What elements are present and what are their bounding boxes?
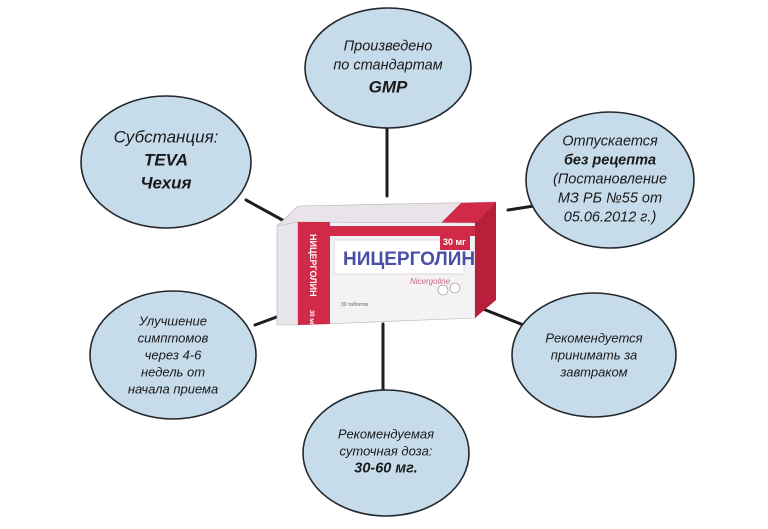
box-dose: 30 мг — [443, 237, 466, 247]
dose-bold: 30-60 мг. — [354, 460, 418, 477]
box-count: 30 таблеток — [341, 302, 369, 308]
bubbles — [80, 7, 695, 517]
box-top-stripe — [440, 202, 496, 224]
box-right-face — [475, 202, 496, 318]
box-dose-tag — [440, 232, 470, 250]
bubble-dose — [302, 389, 470, 517]
bubble-breakfast-text: Рекомендуется принимать за завтраком — [545, 330, 642, 381]
bubble-improvement — [89, 290, 257, 420]
box-product-name: НИЦЕРГОЛИН — [343, 249, 475, 270]
otc-line-3: МЗ РБ №55 от — [557, 190, 663, 207]
pill-icon-1 — [437, 284, 449, 296]
box-latin-name: Nicergoline — [410, 277, 451, 286]
bubble-otc-text: Отпускается без рецепта (Постановление М… — [553, 133, 667, 228]
gmp-line-2: по стандартам — [333, 57, 443, 74]
gmp-bold: GMP — [368, 77, 408, 97]
otc-line-2: (Постановление — [552, 171, 668, 188]
breakfast-line-2: принимать за — [550, 347, 638, 363]
bubble-substance — [80, 95, 252, 229]
bubble-improvement-text: Улучшение симптомов через 4-6 недель от … — [128, 313, 218, 398]
breakfast-line-1: Рекомендуется — [545, 330, 643, 346]
box-side-dose: 30 мг — [308, 310, 314, 326]
bubble-gmp — [304, 7, 472, 129]
otc-line-4: 05.06.2012 г.) — [563, 209, 657, 226]
improvement-line-2: симптомов — [137, 330, 209, 346]
connector-breakfast — [476, 305, 528, 328]
dose-line-1: Рекомендуемая — [337, 426, 435, 442]
pill-icon-2 — [449, 282, 461, 294]
breakfast-line-3: завтраком — [560, 364, 628, 380]
improvement-line-5: начала приема — [127, 381, 219, 397]
product-box: НИЦЕРГОЛИН 30 мг Nicergoline 30 таблеток… — [276, 201, 497, 326]
bubble-breakfast — [511, 292, 677, 418]
bubble-otc — [525, 111, 695, 249]
otc-bold: без рецепта — [563, 152, 657, 169]
substance-label: Субстанция: — [113, 127, 219, 147]
improvement-line-3: через 4-6 — [144, 347, 202, 363]
bubble-gmp-text: Произведено по стандартам GMP — [333, 38, 442, 99]
bubble-dose-text: Рекомендуемая суточная доза: 30-60 мг. — [338, 426, 434, 479]
bubble-substance-text: Субстанция: TEVA Чехия — [114, 126, 219, 195]
improvement-line-4: недель от — [140, 364, 206, 380]
substance-bold-1: TEVA — [143, 150, 189, 170]
improvement-line-1: Улучшение — [139, 313, 207, 329]
connector-substance — [244, 198, 288, 224]
box-side-face — [276, 221, 299, 326]
box-side-name: НИЦЕРГОЛИН — [308, 234, 318, 297]
substance-bold-2: Чехия — [140, 173, 192, 193]
dose-line-2: суточная доза: — [339, 443, 433, 459]
box-front-stripe — [330, 226, 475, 236]
otc-line-1: Отпускается — [562, 133, 658, 150]
gmp-line-1: Произведено — [343, 38, 433, 55]
box-front-band — [298, 222, 330, 325]
